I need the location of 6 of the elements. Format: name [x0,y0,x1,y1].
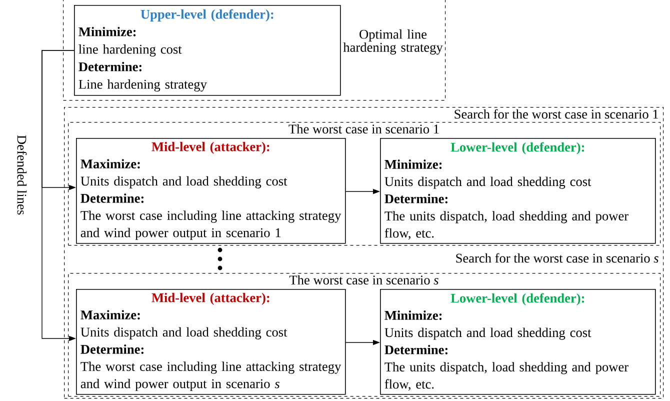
level-box: Lower-level (defender): Minimize: Units dispatch and load shedding cost Determine: The units dispatch, load shedding and power flow, etc. [380,289,656,395]
level-box: Upper-level (defender): Minimize: line hardening cost Determine: Line hardening strategy [74,5,341,96]
axis-label: Defended lines [17,135,27,215]
level-box: Lower-level (defender): Minimize: Units dispatch and load shedding cost Determine: The units dispatch, load shedding and power flow, etc. [380,138,656,244]
level-box: Mid-level (attacker): Maximize: Units dispatch and load shedding cost Determine: The worst case including line attacking strategy and wind power output in scenario s [76,289,346,395]
level-box: Mid-level (attacker): Maximize: Units dispatch and load shedding cost Determine: The worst case including line attacking strategy and wind power output in scenario 1 [76,138,346,244]
